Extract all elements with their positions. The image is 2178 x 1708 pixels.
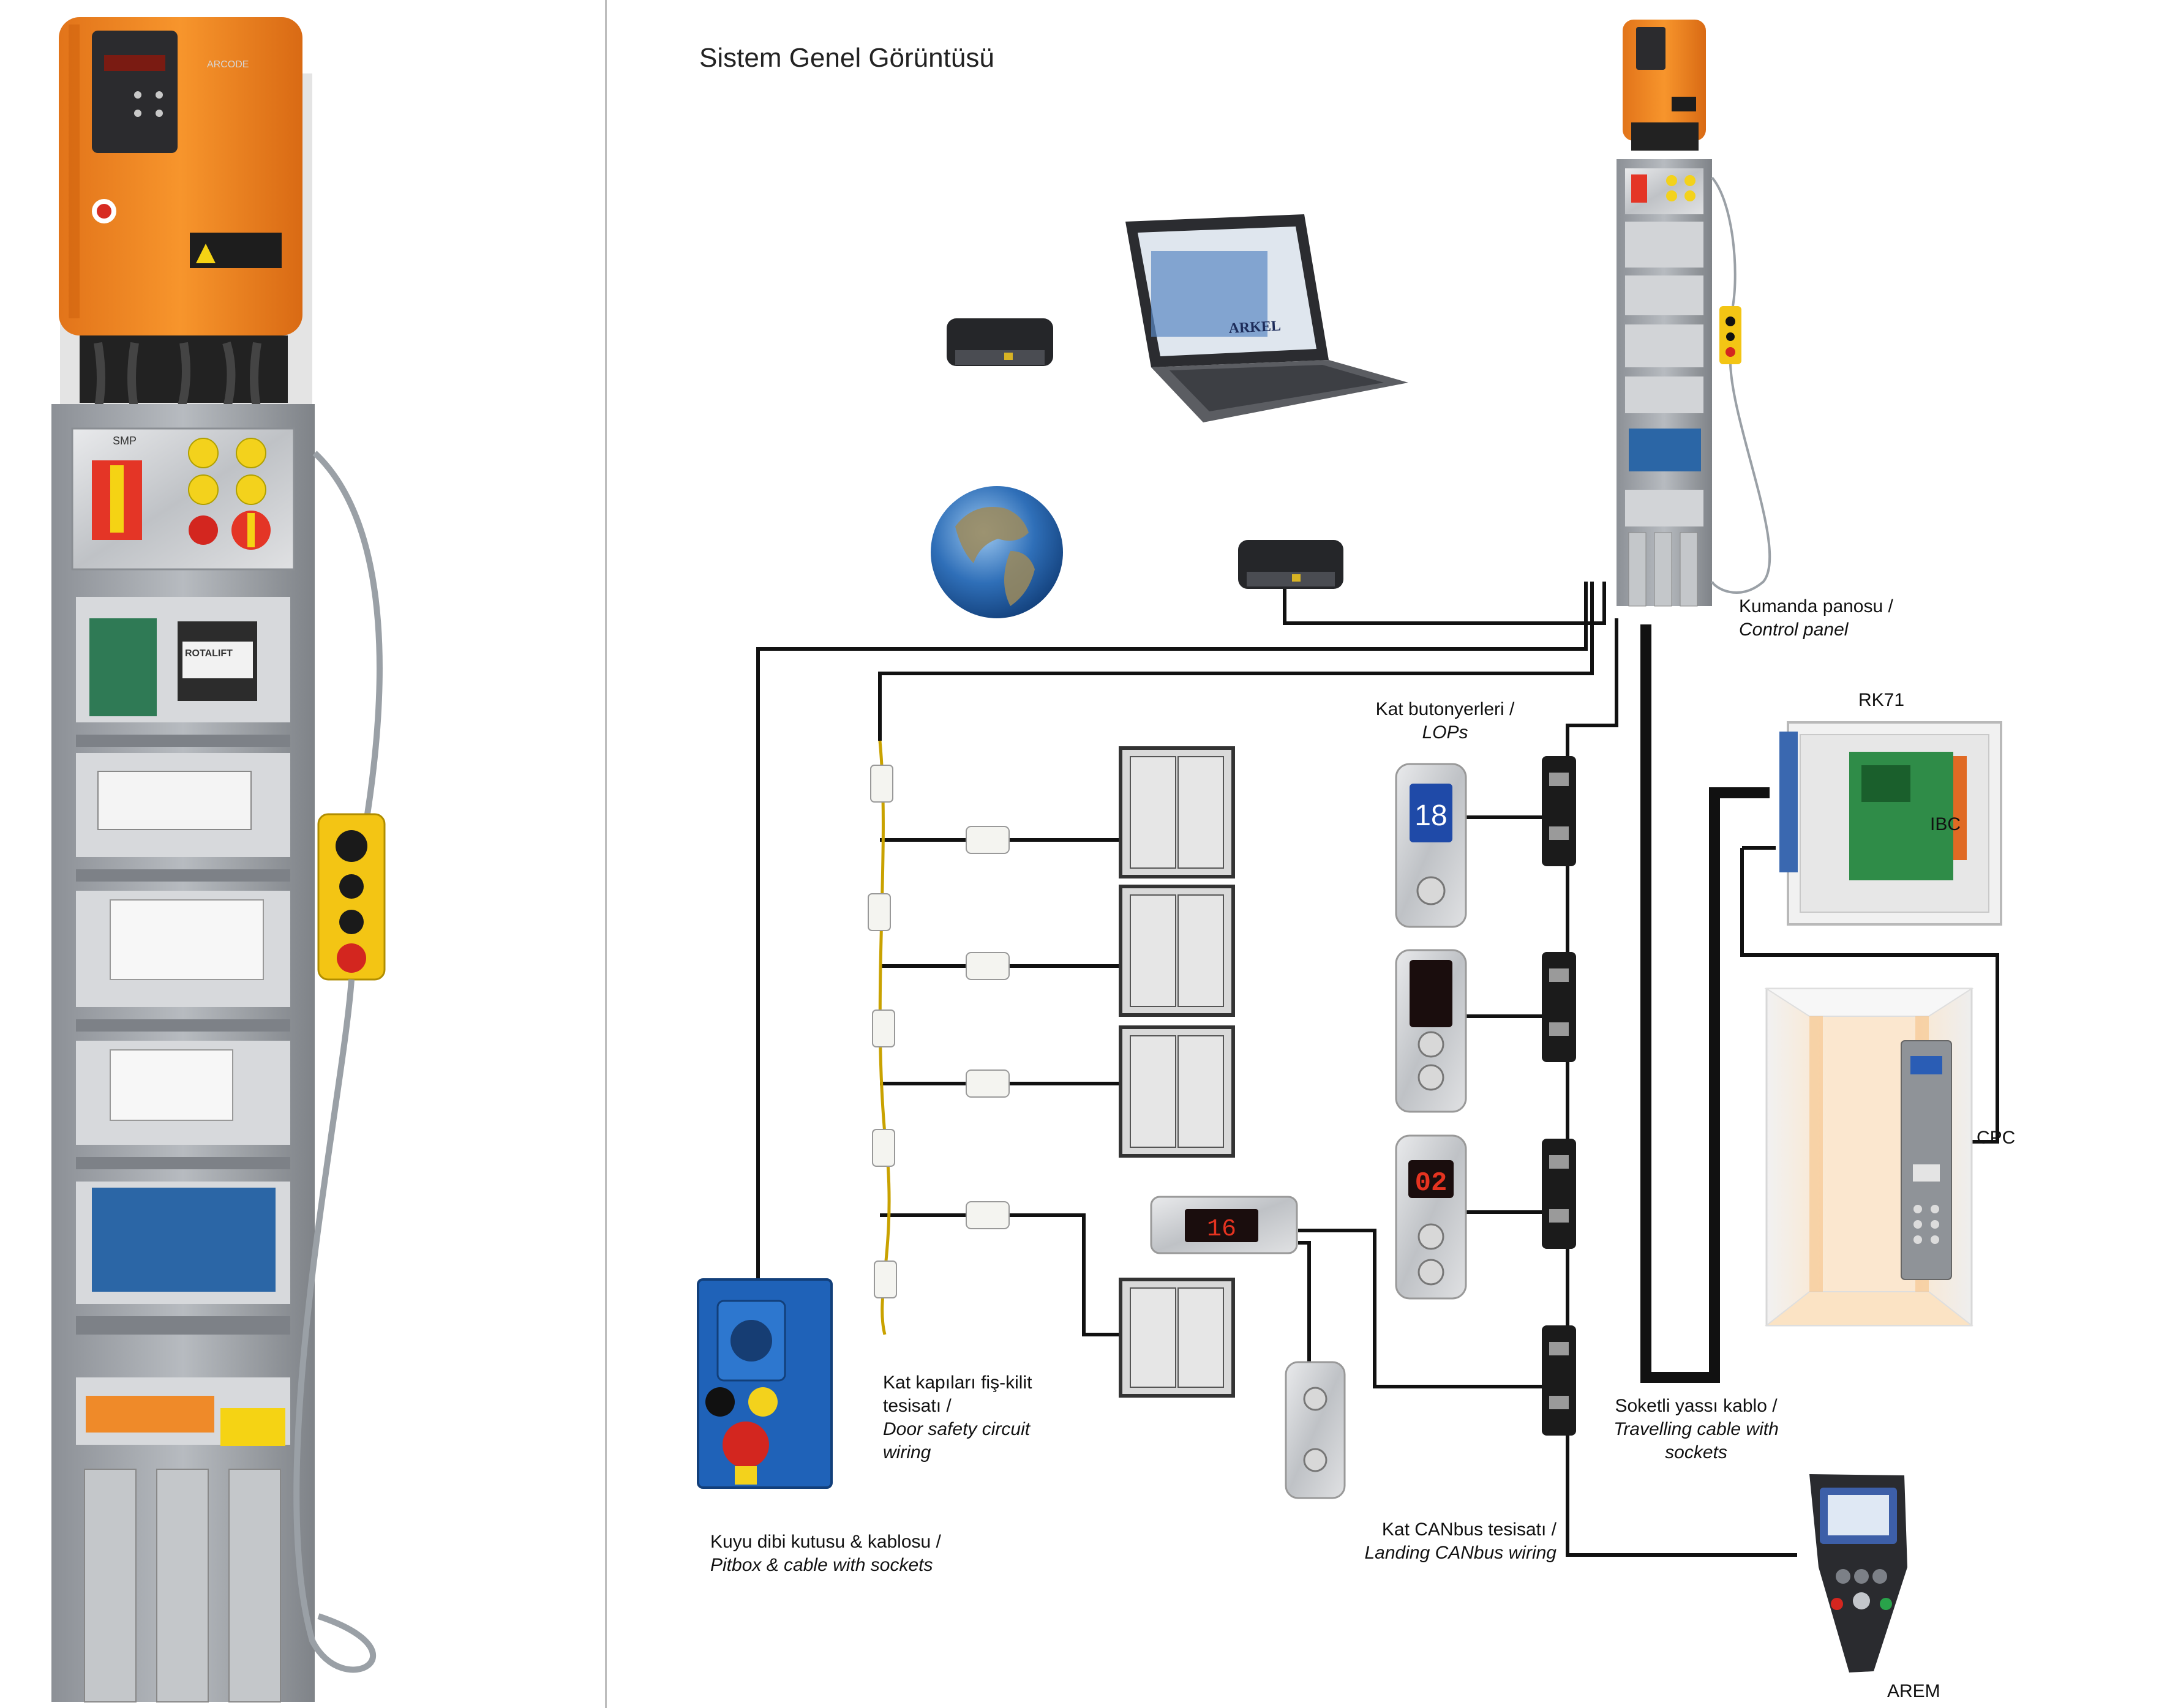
modem-link-wire	[1283, 582, 1606, 625]
door-safety-wire	[878, 582, 1594, 741]
travelling-cable	[1640, 624, 1770, 1383]
lop1-display: 18	[1414, 800, 1447, 832]
transformer-brand: ROTALIFT	[185, 648, 233, 659]
pitbox-label: Kuyu dibi kutusu & kablosu / Pitbox & ca…	[710, 1532, 941, 1575]
landing-door	[1119, 746, 1235, 878]
rk71-label: RK71	[1858, 690, 1905, 710]
floor-indicator	[1150, 1196, 1298, 1254]
can-junctions	[1542, 756, 1576, 1436]
elevator-cabin	[1764, 987, 1974, 1327]
vertical-divider	[605, 0, 607, 1708]
globe-icon	[931, 486, 1063, 618]
lop-1	[1395, 763, 1467, 928]
canbus-label: Kat CANbus tesisatı / Landing CANbus wir…	[1364, 1519, 1557, 1563]
landing-call-button	[1285, 1361, 1346, 1499]
cpc-label: CPC	[1977, 1128, 2016, 1148]
drive-model-label: ARCODE	[207, 59, 249, 70]
page-title: Sistem Genel Görüntüsü	[699, 43, 994, 73]
pitbox	[697, 1278, 833, 1489]
landing-door	[1119, 1278, 1235, 1398]
arem-handheld	[1809, 1474, 1907, 1672]
cpc-panel	[1901, 1040, 1952, 1280]
control-panel-photo-large	[51, 17, 386, 1702]
laptop	[1125, 214, 1408, 422]
lop-2	[1395, 949, 1467, 1113]
door-safety-label: Kat kapıları fiş-kilit tesisatı / Door s…	[883, 1373, 1032, 1463]
car-indicator-display: 16	[1207, 1216, 1236, 1243]
lop-3	[1395, 1134, 1467, 1300]
lop3-display: 02	[1415, 1168, 1448, 1199]
control-panel-small	[1617, 20, 1771, 607]
landing-door	[1119, 1025, 1235, 1158]
rk71-cabinet	[1779, 721, 2002, 926]
control-panel-label: Kumanda panosu / Control panel	[1739, 596, 1893, 640]
laptop-brand: ARKEL	[1228, 318, 1282, 337]
landing-door	[1119, 885, 1235, 1017]
landing-doors	[1119, 746, 1235, 1398]
modem-1	[947, 318, 1053, 366]
smp-label: SMP	[113, 435, 137, 447]
inspection-box-large	[293, 451, 386, 1673]
modem-2	[1238, 540, 1343, 589]
arem-label: AREM	[1887, 1681, 1940, 1701]
control-cabinet-large	[51, 404, 315, 1702]
arcode-drive-large	[59, 17, 302, 412]
travelling-cable-label: Soketli yassı kablo / Travelling cable w…	[1613, 1396, 1779, 1463]
pitbox-wire	[756, 582, 1588, 1283]
canbus-wire	[1566, 618, 1797, 1557]
door-chain	[868, 740, 1010, 1335]
ibc-label: IBC	[1930, 814, 1961, 834]
lops-label: Kat butonyerleri / LOPs	[1375, 699, 1515, 743]
